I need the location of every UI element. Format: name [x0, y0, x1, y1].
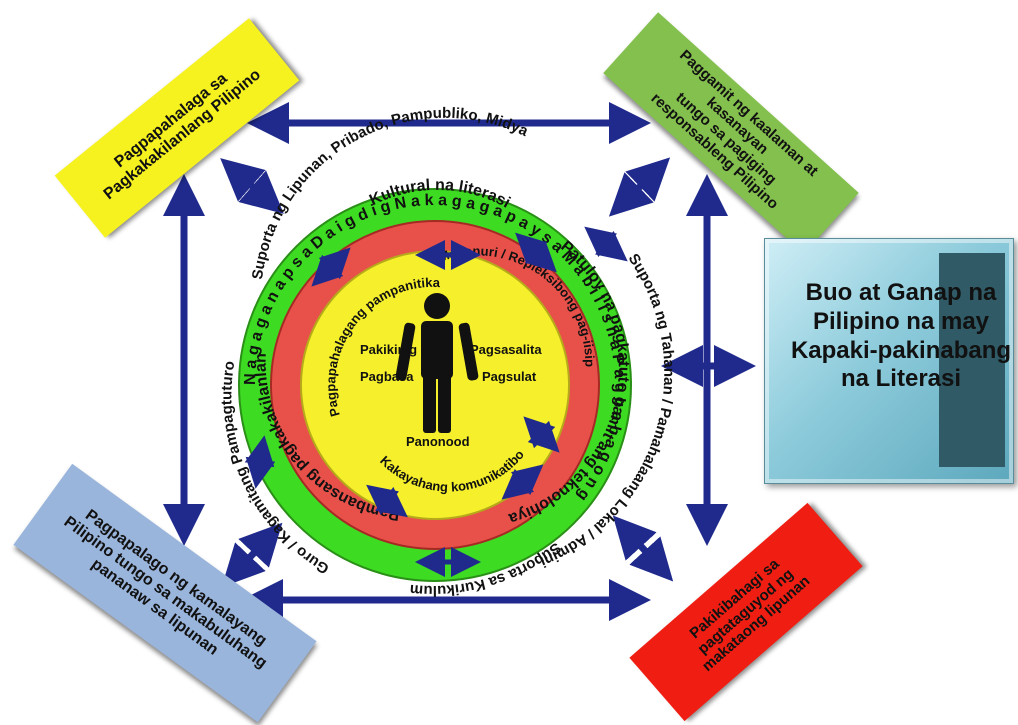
double-arrow-icon	[523, 416, 560, 453]
skill-pagbasa: Pagbasa	[360, 369, 414, 384]
outcome-box: Buo at Ganap na Pilipino na may Kapaki-p…	[764, 238, 1014, 484]
skill-pagsulat: Pagsulat	[482, 369, 537, 384]
inner-arrows	[244, 226, 628, 577]
outcome-label: Buo at Ganap na Pilipino na may Kapaki-p…	[790, 279, 1012, 393]
double-arrow-icon	[366, 484, 408, 518]
double-arrow-icon	[220, 158, 284, 214]
outcome-box-side-panel	[939, 253, 1005, 467]
double-arrow-icon	[221, 522, 283, 588]
double-arrow-icon	[612, 515, 674, 582]
skill-pagsasalita: Pagsasalita	[470, 342, 542, 357]
center-skill-labels: Pakikinig Pagbasa Pagsasalita Pagsulat P…	[360, 342, 542, 449]
double-arrow-icon	[608, 157, 671, 217]
frame-arrows	[163, 102, 756, 621]
double-arrow-icon	[311, 247, 351, 287]
skill-pakikinig: Pakikinig	[360, 342, 417, 357]
double-arrow-icon	[515, 232, 557, 273]
double-arrow-icon	[501, 464, 544, 500]
double-arrow-icon	[244, 435, 276, 489]
skill-panonood: Panonood	[406, 434, 470, 449]
person-icon	[395, 293, 479, 433]
double-arrow-icon	[584, 226, 628, 262]
